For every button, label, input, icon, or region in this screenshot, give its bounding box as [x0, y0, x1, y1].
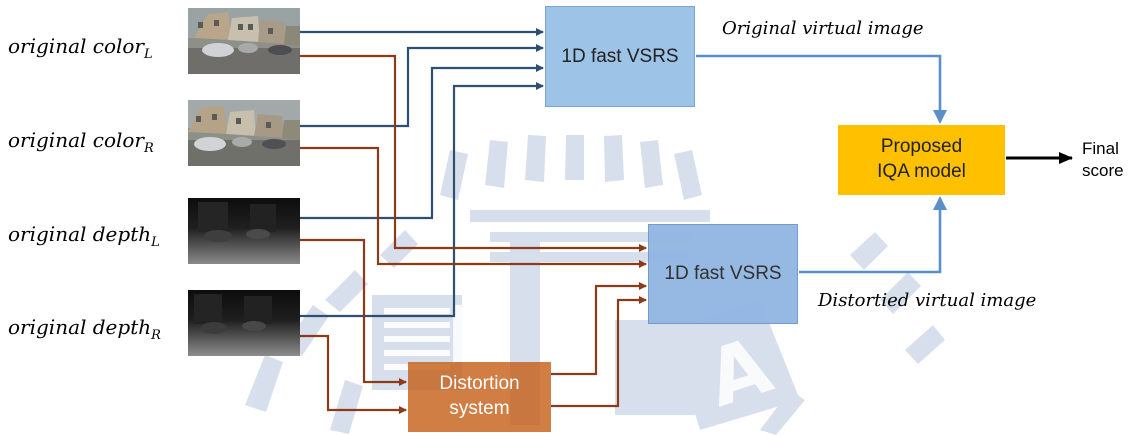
- wire-depth-right-to-vsrs-top: [300, 86, 543, 316]
- vsrs-bottom-label: 1D fast VSRS: [664, 263, 781, 285]
- wire-depth-left-to-vsrs-top: [300, 68, 543, 218]
- iqa-label-line1: Proposed: [877, 135, 966, 160]
- vsrs-bottom-block: 1D fast VSRS: [648, 224, 798, 324]
- label-original-depth-left: original depthL: [8, 222, 160, 250]
- final-score-line1: Final: [1082, 138, 1124, 160]
- distortion-label-line2: system: [439, 397, 519, 422]
- vsrs-top-label: 1D fast VSRS: [561, 46, 678, 68]
- label-original-virtual-image: Original virtual image: [722, 18, 924, 39]
- iqa-model-block: Proposed IQA model: [838, 125, 1005, 195]
- distortion-label-line1: Distortion: [439, 372, 519, 397]
- final-score-line2: score: [1082, 160, 1124, 182]
- wire-depth-right-to-distortion: [300, 336, 406, 410]
- iqa-label-line2: IQA model: [877, 160, 966, 185]
- distortion-system-block: Distortion system: [408, 362, 551, 432]
- wire-vsrs-top-to-iqa: [696, 56, 940, 122]
- label-original-depth-right: original depthR: [8, 315, 161, 343]
- final-score-label: Final score: [1082, 138, 1124, 182]
- vsrs-top-block: 1D fast VSRS: [545, 6, 695, 107]
- label-original-color-right: original colorR: [8, 128, 154, 156]
- label-original-color-left: original colorL: [8, 34, 153, 62]
- wire-vsrs-bottom-to-iqa: [799, 198, 940, 272]
- wire-distortion-to-vsrs-bottom-2: [551, 300, 646, 406]
- wire-color-right-to-vsrs-bottom: [300, 148, 646, 264]
- label-distorted-virtual-image: Distortied virtual image: [818, 290, 1036, 311]
- wire-depth-left-to-distortion: [300, 240, 406, 382]
